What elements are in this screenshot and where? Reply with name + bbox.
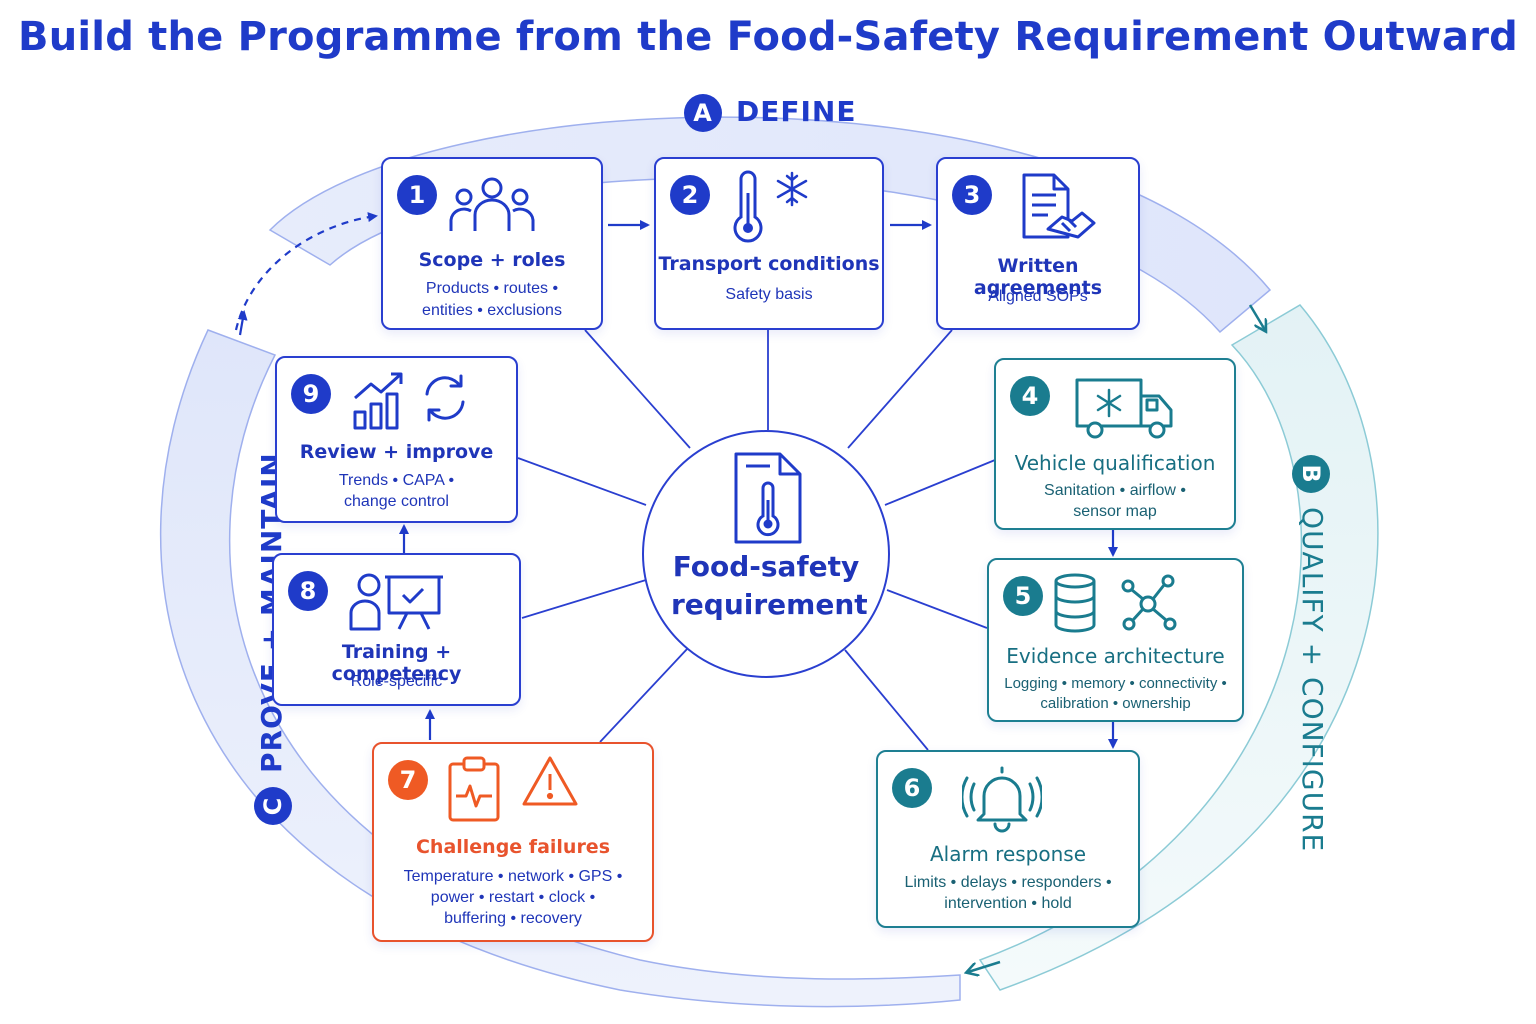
step-8-title: Training + competency bbox=[331, 641, 462, 685]
step-3-written-agreements: 3 Written agreements Aligned SOPs bbox=[936, 157, 1140, 330]
phase-label-qualify: QUALIFY + CONFIGURE bbox=[1296, 507, 1329, 853]
step-4-title: Vehicle qualification bbox=[1014, 451, 1216, 475]
step-6-subtitle-line-1: Limits • delays • responders • bbox=[904, 874, 1112, 891]
step-1-subtitle-line-2: entities • exclusions bbox=[422, 302, 562, 319]
step-4-subtitle-line-1: Sanitation • airflow • bbox=[1044, 482, 1186, 499]
step-8-subtitle: Role-specific bbox=[350, 673, 443, 690]
step-4-vehicle-qualification: 4 Vehicle qualification Sanitation bbox=[994, 358, 1236, 530]
hub-spokes bbox=[517, 329, 996, 751]
diagram-title: Build the Programme from the Food-Safety… bbox=[18, 14, 1518, 60]
network-icon bbox=[1121, 574, 1176, 631]
step-1-title: Scope + roles bbox=[418, 249, 566, 271]
refrigerated-truck-icon bbox=[1075, 378, 1173, 439]
step-7-subtitle-line-1: Temperature • network • GPS • bbox=[403, 868, 623, 885]
step-5-title: Evidence architecture bbox=[1006, 644, 1225, 668]
database-icon bbox=[1054, 573, 1095, 633]
document-thermometer-icon bbox=[734, 452, 802, 544]
phase-qualify-label: B QUALIFY + CONFIGURE bbox=[1292, 455, 1330, 852]
step-7-number: 7 bbox=[388, 760, 428, 800]
refresh-cycle-icon bbox=[425, 374, 464, 422]
hub-label-text: Food-safety requirement bbox=[671, 550, 868, 621]
step-4-subtitle-line-2: sensor map bbox=[1073, 503, 1157, 520]
step-8-number: 8 bbox=[288, 571, 328, 611]
step-9-number: 9 bbox=[291, 374, 331, 414]
step-1-number: 1 bbox=[397, 175, 437, 215]
step-6-title: Alarm response bbox=[929, 842, 1087, 866]
hub-label: Food-safety requirement bbox=[644, 548, 888, 624]
phase-label-define: DEFINE bbox=[736, 95, 857, 128]
step-7-title: Challenge failures bbox=[415, 836, 611, 858]
warning-icon bbox=[522, 756, 578, 806]
phase-define-label: A DEFINE bbox=[684, 94, 856, 132]
step-2-subtitle: Safety basis bbox=[725, 286, 813, 303]
step-5-number: 5 bbox=[1003, 576, 1043, 616]
step-1-scope-roles: 1 Scope + roles Products • routes • enti… bbox=[381, 157, 603, 330]
step-5-subtitle-line-1: Logging • memory • connectivity • bbox=[1004, 675, 1227, 692]
step-7-subtitle-line-3: buffering • recovery bbox=[444, 910, 582, 927]
step-3-number: 3 bbox=[952, 175, 992, 215]
hub-requirement: Food-safety requirement bbox=[642, 430, 890, 678]
step-3-subtitle: Aligned SOPs bbox=[988, 288, 1088, 305]
step-3-title: Written agreements bbox=[973, 255, 1103, 299]
step-9-subtitle-line-1: Trends • CAPA • bbox=[338, 472, 455, 489]
step-2-transport-conditions: 2 Transport conditions Safety basis bbox=[654, 157, 884, 330]
phase-band-qualify bbox=[978, 304, 1379, 991]
thermometer-icon bbox=[733, 170, 763, 243]
step-6-alarm-response: 6 Alarm response Limits • delays • respo… bbox=[876, 750, 1140, 928]
flow-arrows bbox=[234, 212, 1118, 749]
people-group-icon bbox=[449, 177, 535, 231]
alarm-bell-icon bbox=[962, 766, 1042, 833]
step-2-title: Transport conditions bbox=[658, 253, 880, 275]
step-5-subtitle-line-2: calibration • ownership bbox=[1040, 695, 1191, 712]
clipboard-pulse-icon bbox=[448, 756, 500, 822]
step-7-subtitle-line-2: power • restart • clock • bbox=[430, 889, 596, 906]
phase-badge-a: A bbox=[684, 94, 722, 132]
step-9-review-improve: 9 Review + improve bbox=[275, 356, 518, 523]
document-handshake-icon bbox=[1022, 173, 1096, 239]
snowflake-icon bbox=[776, 171, 808, 207]
step-1-subtitle-line-1: Products • routes • bbox=[425, 280, 559, 297]
phase-badge-b: B bbox=[1292, 455, 1330, 493]
step-7-challenge-failures: 7 Challenge failures Temperature • netwo… bbox=[372, 742, 654, 942]
phase-band-maintain bbox=[159, 329, 961, 1008]
step-4-number: 4 bbox=[1010, 376, 1050, 416]
step-6-subtitle-line-2: intervention • hold bbox=[944, 895, 1072, 912]
phase-badge-c: C bbox=[254, 787, 292, 825]
trainer-board-icon bbox=[349, 573, 443, 631]
growth-chart-icon bbox=[353, 372, 402, 430]
step-9-subtitle-line-2: change control bbox=[344, 493, 449, 510]
step-8-training-competency: 8 Training + competency Role-specific bbox=[272, 553, 521, 706]
step-6-number: 6 bbox=[892, 768, 932, 808]
step-9-title: Review + improve bbox=[299, 441, 494, 463]
step-2-number: 2 bbox=[670, 175, 710, 215]
step-5-evidence-architecture: 5 bbox=[987, 558, 1244, 722]
